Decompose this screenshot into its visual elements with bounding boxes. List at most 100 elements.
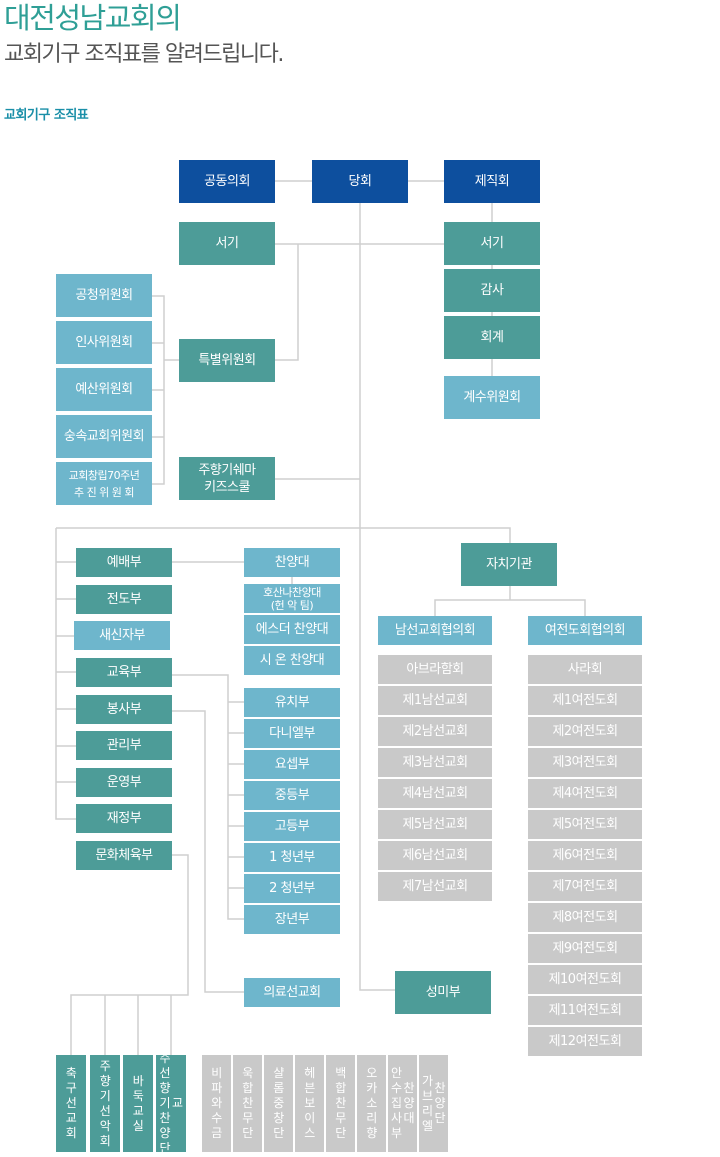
node-men-group: 아브라함회 [378,655,492,684]
node-counting-committee: 계수위원회 [444,376,540,419]
connector [70,854,189,1055]
node-department: 전도부 [76,585,172,614]
node-women-group: 제7여전도회 [528,872,642,901]
node-department: 운영부 [76,768,172,797]
node-choir: 에스더 찬양대 [244,615,340,644]
node-kids-school: 주향기쉐마 키즈스쿨 [179,457,275,500]
connector [359,203,395,991]
node-school: 고등부 [244,812,340,841]
page-title: 대전성남교회의 [4,1,182,35]
node-women-group: 제12여전도회 [528,1027,642,1056]
node-session: 당회 [312,160,408,203]
club-label: 교 [172,1096,183,1110]
page-subtitle: 교회기구 조직표를 알려드립니다. [4,42,284,67]
node-department: 관리부 [76,731,172,760]
node-committee-70th: 교회창립70주년 추 진 위 원 회 [56,462,152,505]
node-women-group: 제6여전도회 [528,841,642,870]
node-men-group: 제4남선교회 [378,779,492,808]
node-department: 재정부 [76,804,172,833]
node-school: 요셉부 [244,750,340,779]
node-autonomous: 자치기관 [461,543,557,586]
node-men-group: 제1남선교회 [378,686,492,715]
node-men-group: 제6남선교회 [378,841,492,870]
node-men-group: 제5남선교회 [378,810,492,839]
node-audit: 감사 [444,269,540,312]
node-session-secretary: 서기 [179,222,275,265]
node-committee: 숭속교회위원회 [56,415,152,458]
node-school: 유치부 [244,688,340,717]
node-committee: 공청위원회 [56,274,152,317]
node-accounting: 회계 [444,316,540,359]
node-committee: 인사위원회 [56,321,152,364]
node-choir: 호산나찬양대 (헌 악 팀) [244,584,340,613]
node-women-group: 제8여전도회 [528,903,642,932]
node-women-group: 제10여전도회 [528,965,642,994]
node-men-group: 제2남선교회 [378,717,492,746]
node-school: 중등부 [244,781,340,810]
node-men-group: 제3남선교회 [378,748,492,777]
node-women-group: 제5여전도회 [528,810,642,839]
node-school: 2 청년부 [244,874,340,903]
node-committee: 예산위원회 [56,368,152,411]
connector [55,528,76,820]
section-label: 교회기구 조직표 [4,108,89,123]
node-men-association: 남선교회협의회 [378,616,492,645]
node-department: 예배부 [76,548,172,577]
node-women-group: 제9여전도회 [528,934,642,963]
node-choir: 시 온 찬양대 [244,646,340,675]
connector [56,527,511,543]
node-women-group: 제2여전도회 [528,717,642,746]
connector [275,244,299,361]
node-men-group: 제7남선교회 [378,872,492,901]
node-department: 교육부 [76,658,172,687]
node-women-group: 제11여전도회 [528,996,642,1025]
node-women-group: 제3여전도회 [528,748,642,777]
node-women-group: 제4여전도회 [528,779,642,808]
node-medical-mission: 의료선교회 [244,978,340,1007]
node-special-committee: 특별위원회 [179,339,275,382]
connector [172,674,244,920]
node-deacon-secretary: 서기 [444,222,540,265]
connector [434,599,586,616]
node-school: 장년부 [244,905,340,934]
node-school: 1 청년부 [244,843,340,872]
node-women-group: 제1여전도회 [528,686,642,715]
node-women-group: 사라회 [528,655,642,684]
node-seongmi: 성미부 [395,971,491,1014]
node-choir: 찬양대 [244,548,340,577]
node-school: 다니엘부 [244,719,340,748]
node-department: 문화체육부 [76,841,172,870]
node-department: 새신자부 [74,621,170,650]
node-women-association: 여전도회협의회 [528,616,642,645]
node-department: 봉사부 [76,695,172,724]
connector [172,710,244,993]
node-officers-assembly: 제직회 [444,160,540,203]
node-general-assembly: 공동의회 [179,160,275,203]
